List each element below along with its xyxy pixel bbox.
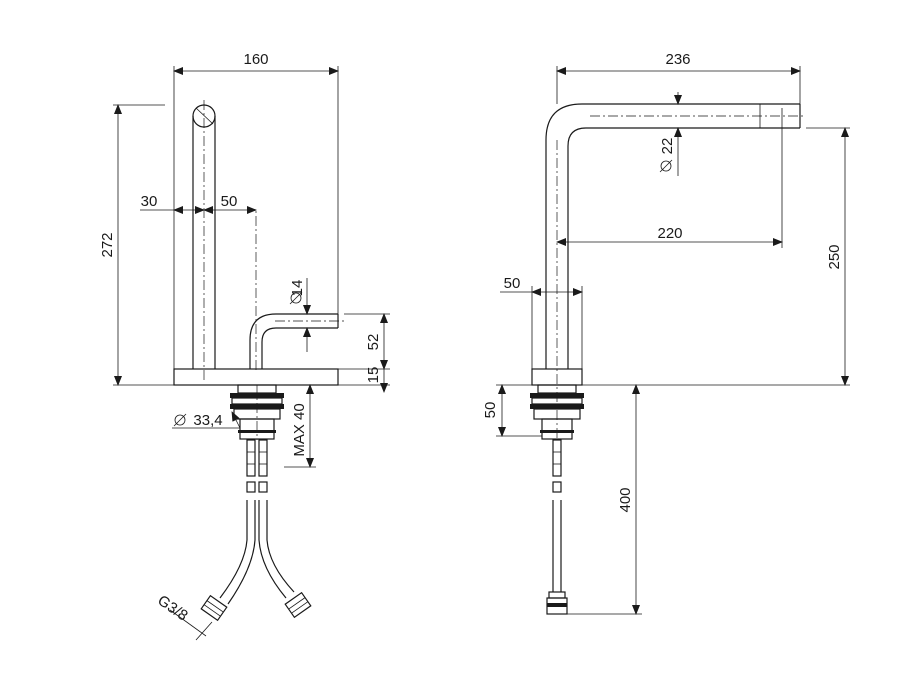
right-view: 236 22 220 250 bbox=[482, 51, 850, 615]
dim-width-160: 160 bbox=[173, 51, 339, 369]
dim-max-40-label: MAX 40 bbox=[291, 403, 308, 456]
dim-33-4-label: 33,4 bbox=[193, 412, 222, 429]
dim-22-label: 22 bbox=[659, 138, 676, 155]
dim-depth-50: 50 bbox=[482, 384, 542, 437]
dim-height-250: 250 bbox=[582, 127, 850, 386]
dim-hose-400: 400 bbox=[567, 384, 642, 615]
right-mounting-assembly bbox=[530, 384, 584, 440]
dim-272-label: 272 bbox=[99, 232, 116, 257]
left-lever-handle bbox=[249, 210, 344, 370]
dim-height-52: 52 bbox=[338, 313, 390, 370]
dim-50-left-label: 50 bbox=[221, 193, 238, 210]
dim-reach-220: 220 bbox=[556, 108, 783, 248]
diameter-symbol-icon bbox=[659, 159, 673, 173]
left-vertical-tube bbox=[192, 100, 216, 380]
thread-g3-8-label: G3/8 bbox=[154, 592, 190, 625]
dim-30-label: 30 bbox=[141, 193, 158, 210]
dim-height-15: 15 bbox=[338, 367, 390, 393]
dim-15-label: 15 bbox=[365, 367, 382, 384]
dim-52-label: 52 bbox=[365, 334, 382, 351]
diameter-symbol-icon bbox=[173, 413, 187, 427]
left-mounting-assembly bbox=[230, 384, 284, 440]
dim-160-label: 160 bbox=[243, 51, 268, 68]
left-base-plate bbox=[173, 368, 339, 386]
dim-diameter-33-4: 33,4 bbox=[172, 411, 241, 429]
left-view: 160 272 30 50 14 bbox=[99, 51, 390, 641]
dim-250-label: 250 bbox=[826, 244, 843, 269]
dim-offset-50-right: 50 bbox=[500, 275, 583, 369]
dim-220-label: 220 bbox=[657, 225, 682, 242]
dim-400-label: 400 bbox=[617, 487, 634, 512]
dim-width-236: 236 bbox=[556, 51, 801, 104]
right-spout bbox=[545, 103, 806, 440]
dim-diameter-22: 22 bbox=[659, 92, 682, 176]
dim-offset-30: 30 bbox=[140, 193, 205, 214]
dim-thread-g3-8: G3/8 bbox=[154, 592, 213, 641]
right-hose bbox=[546, 439, 568, 615]
left-flexible-hoses bbox=[200, 439, 312, 622]
dim-236-label: 236 bbox=[665, 51, 690, 68]
dim-max-40: MAX 40 bbox=[284, 384, 316, 468]
diameter-symbol-icon bbox=[289, 291, 303, 305]
dim-height-272: 272 bbox=[99, 104, 174, 386]
dim-diameter-14: 14 bbox=[289, 278, 311, 352]
dim-50-depth-label: 50 bbox=[482, 402, 499, 419]
dim-14-label: 14 bbox=[289, 280, 306, 297]
dim-50-right-label: 50 bbox=[504, 275, 521, 292]
dim-offset-50: 50 bbox=[203, 193, 257, 214]
